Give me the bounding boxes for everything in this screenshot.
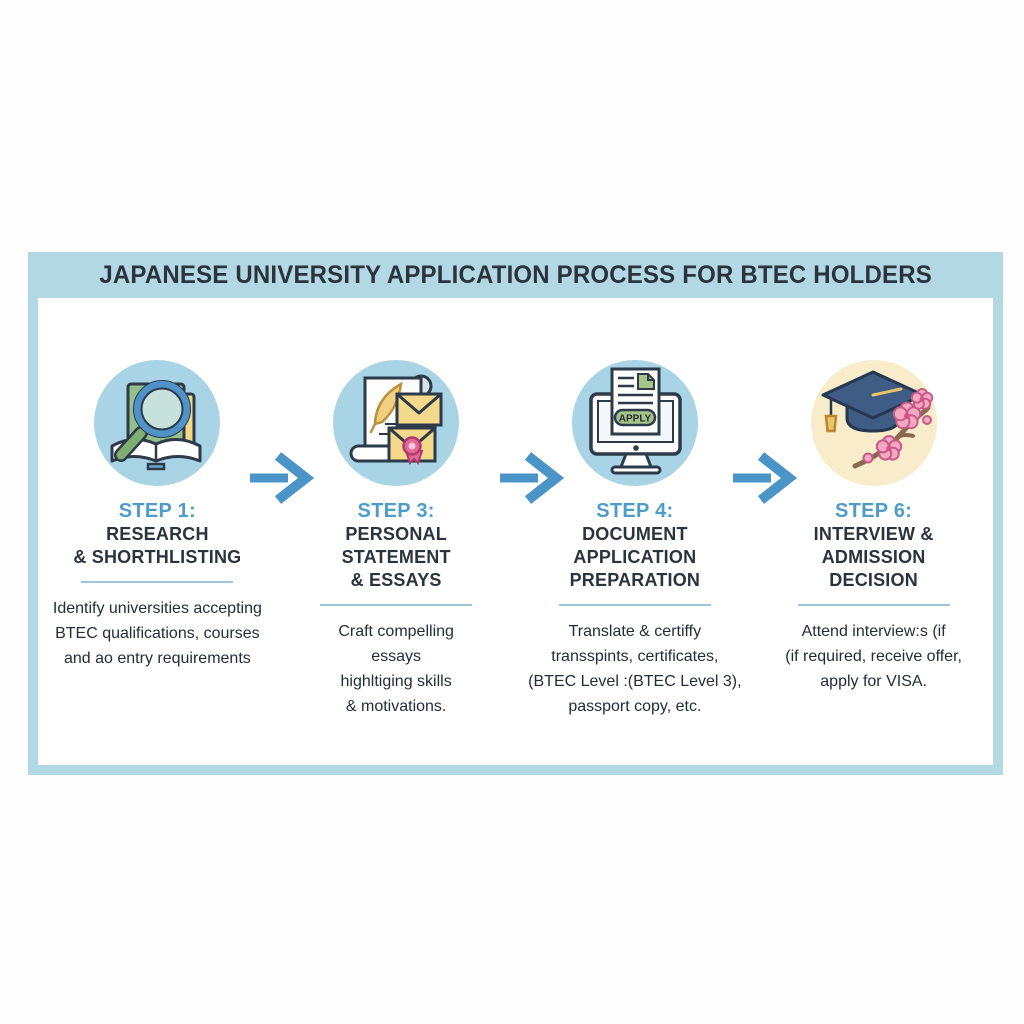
step-label: STEP 3: (357, 500, 435, 522)
arrow-right-icon (250, 452, 314, 504)
apply-button-label: APPLY (619, 414, 652, 425)
step-description: Translate & certiffy transspints, certif… (528, 623, 742, 715)
step-label: STEP 6: (834, 500, 913, 522)
step-label: STEP 4: (596, 500, 674, 522)
step-personal-statement: STEP 3: PERSONAL STATEMENT & ESSAYS Craf… (277, 358, 516, 719)
step-heading: INTERVIEW & ADMISSION DECISION (813, 524, 934, 590)
monitor-apply-icon: APPLY (571, 360, 698, 486)
books-magnifier-icon (94, 360, 221, 486)
title-band: JAPANESE UNIVERSITY APPLICATION PROCESS … (28, 252, 1003, 298)
process-frame: JAPANESE UNIVERSITY APPLICATION PROCESS … (28, 252, 1003, 775)
step-research: STEP 1: RESEARCH & SHORTHLISTING Identif… (38, 358, 277, 719)
step-heading: RESEARCH & SHORTHLISTING (73, 524, 242, 567)
step-heading: DOCUMENT APPLICATION PREPARATION (569, 524, 701, 590)
step-description: Attend interview:s (if (if required, rec… (785, 623, 962, 690)
divider-line (81, 581, 234, 583)
steps-row: STEP 1: RESEARCH & SHORTHLISTING Identif… (38, 298, 993, 719)
content-area: STEP 1: RESEARCH & SHORTHLISTING Identif… (38, 298, 993, 765)
arrow-right-icon (733, 452, 797, 504)
scroll-quill-envelopes-icon (333, 360, 460, 486)
step-label: STEP 1: (118, 500, 197, 522)
step-description: Craft compelling essays highltiging skil… (338, 623, 454, 715)
divider-line (558, 604, 711, 606)
step-interview-admission: STEP 6: INTERVIEW & ADMISSION DECISION A… (754, 358, 993, 719)
step-heading: PERSONAL STATEMENT & ESSAYS (341, 524, 451, 590)
divider-line (320, 604, 473, 606)
page-title: JAPANESE UNIVERSITY APPLICATION PROCESS … (99, 260, 932, 289)
step-document-preparation: APPLY STEP 4: DOCUMENT APPLICATION PREPA… (516, 358, 755, 719)
arrow-right-icon (500, 452, 564, 504)
divider-line (797, 604, 950, 606)
graduation-cap-blossoms-icon (810, 360, 937, 486)
step-description: Identify universities accepting BTEC qua… (52, 600, 262, 667)
